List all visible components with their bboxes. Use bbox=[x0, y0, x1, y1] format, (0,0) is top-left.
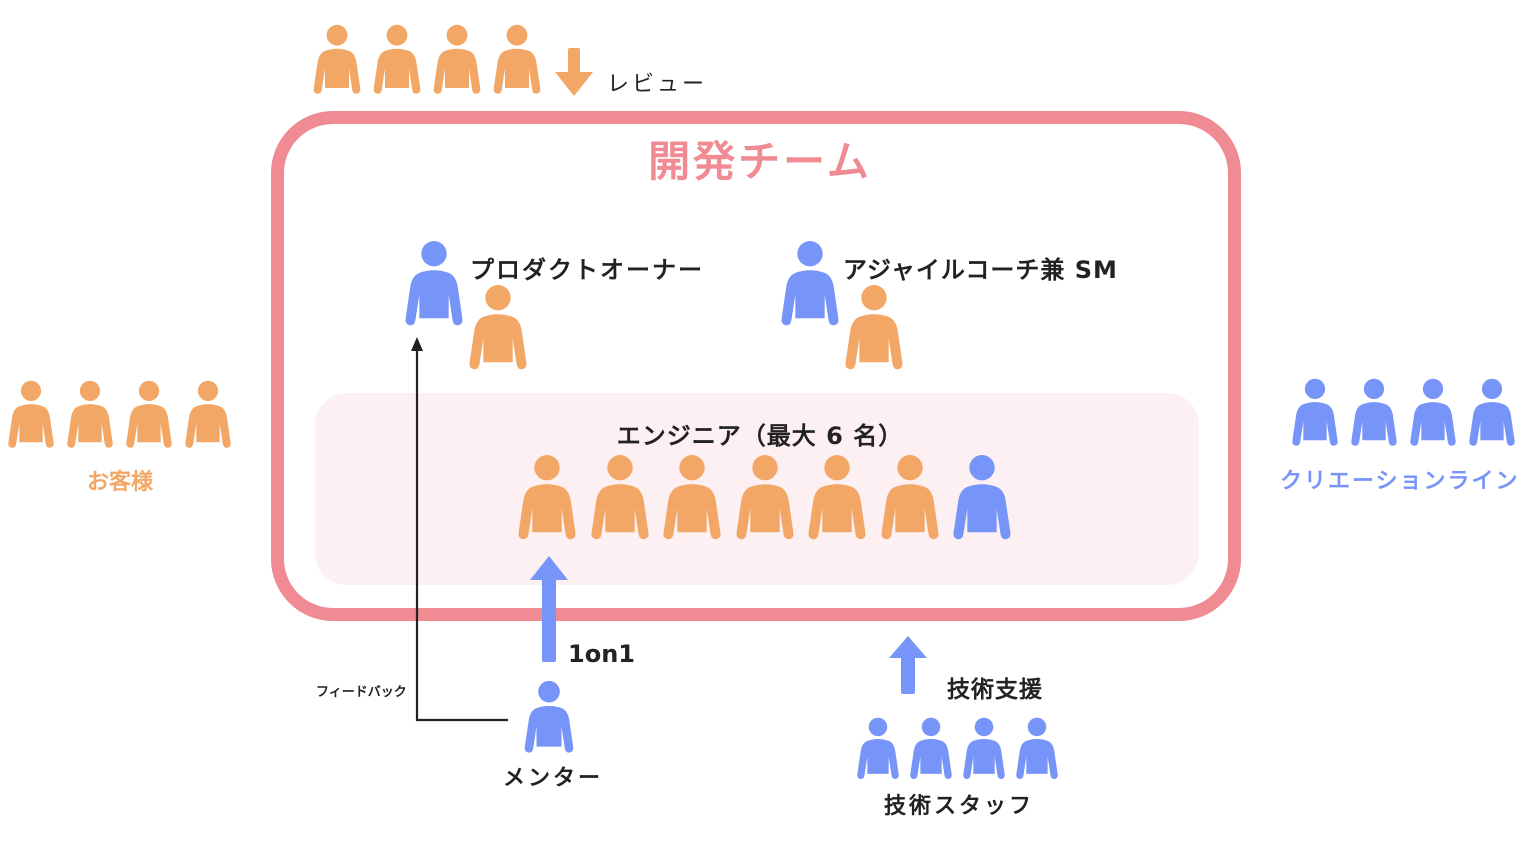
customers-label: お客様 bbox=[86, 470, 153, 495]
person-icon bbox=[492, 24, 542, 96]
person-icon bbox=[65, 380, 115, 450]
person-icon bbox=[403, 240, 465, 328]
person-icon bbox=[1014, 717, 1060, 781]
feedback-arrow bbox=[411, 337, 508, 722]
person-icon bbox=[432, 24, 482, 96]
feedback-label: フィードバック bbox=[316, 685, 407, 700]
arrow-down-icon bbox=[555, 48, 593, 96]
person-icon bbox=[522, 680, 576, 755]
person-icon bbox=[961, 717, 1007, 781]
creation-line-label: クリエーションライン bbox=[1280, 469, 1520, 494]
one-on-one-label: 1on1 bbox=[568, 640, 635, 668]
person-icon bbox=[855, 717, 901, 781]
arrow-up-icon bbox=[889, 636, 927, 694]
engineers-label: エンジニア（最大 6 名） bbox=[616, 422, 904, 450]
person-icon bbox=[1408, 378, 1458, 448]
person-icon bbox=[661, 454, 723, 542]
person-icon bbox=[124, 380, 174, 450]
person-icon bbox=[312, 24, 362, 96]
review-label: レビュー bbox=[607, 72, 708, 97]
person-icon bbox=[183, 380, 233, 450]
arrow-up-icon bbox=[530, 556, 568, 662]
person-icon bbox=[843, 284, 905, 372]
person-icon bbox=[951, 454, 1013, 542]
person-icon bbox=[372, 24, 422, 96]
tech-staff-label: 技術スタッフ bbox=[884, 794, 1035, 819]
person-icon bbox=[589, 454, 651, 542]
agile-coach-label: アジャイルコーチ兼 SM bbox=[843, 256, 1118, 284]
development-team-frame bbox=[271, 111, 1241, 621]
person-icon bbox=[516, 454, 578, 542]
person-icon bbox=[6, 380, 56, 450]
person-icon bbox=[1467, 378, 1517, 448]
person-icon bbox=[879, 454, 941, 542]
team-title: 開発チーム bbox=[648, 137, 872, 186]
mentor-label: メンター bbox=[503, 766, 604, 791]
product-owner-label: プロダクトオーナー bbox=[470, 256, 704, 284]
tech-support-label: 技術支援 bbox=[947, 677, 1043, 703]
person-icon bbox=[1290, 378, 1340, 448]
person-icon bbox=[779, 240, 841, 328]
person-icon bbox=[908, 717, 954, 781]
person-icon bbox=[734, 454, 796, 542]
person-icon bbox=[806, 454, 868, 542]
person-icon bbox=[1349, 378, 1399, 448]
